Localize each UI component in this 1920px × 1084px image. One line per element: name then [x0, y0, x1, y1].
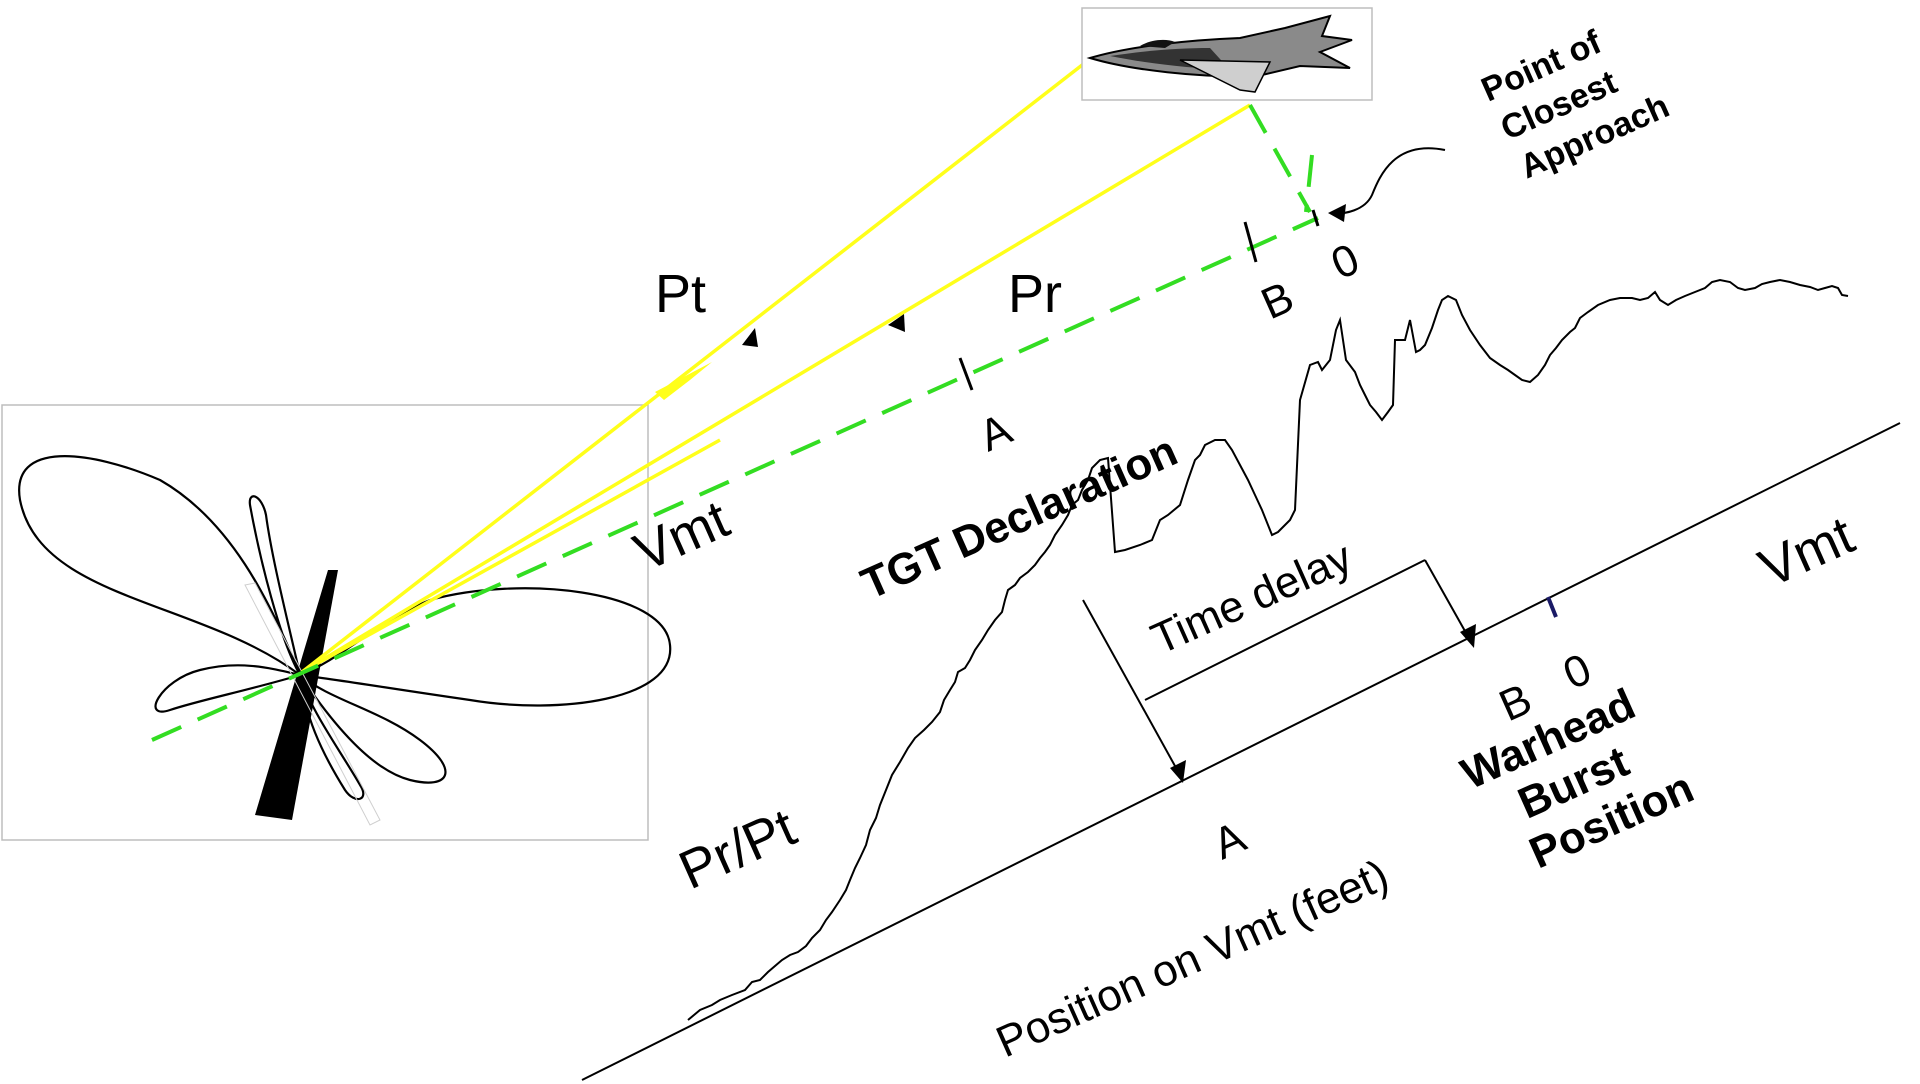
- b-upper-label: B: [1254, 272, 1301, 329]
- beam-flare: [655, 362, 712, 400]
- tick-b-upper: [1243, 221, 1258, 263]
- closest-approach-arrowhead: [1328, 204, 1346, 222]
- tick-closest-approach: [1311, 209, 1320, 227]
- time-delay-arrowhead-b: [1460, 624, 1476, 648]
- time-delay-bracket: [1082, 559, 1471, 776]
- zero-upper-label: 0: [1324, 234, 1366, 289]
- warhead-burst-position-label: Warhead Burst Position: [1454, 679, 1701, 878]
- pr-receive-line: [301, 103, 1251, 674]
- pt-label: Pt: [655, 264, 706, 324]
- time-delay-arrowhead-a: [1170, 760, 1186, 783]
- pt-arrowhead: [742, 328, 758, 347]
- radiation-pattern-icon: [18, 455, 672, 801]
- pr-arrowhead: [888, 314, 905, 332]
- fighter-jet-icon: [1086, 14, 1353, 93]
- antenna-pattern-panel: [1, 404, 672, 841]
- beam-lines: [300, 60, 1251, 674]
- point-of-closest-approach-label: Point of Closest Approach: [1476, 23, 1675, 186]
- tick-a-upper: [958, 357, 974, 391]
- pr-pt-label: Pr/Pt: [670, 797, 804, 901]
- a-lower-label: A: [1206, 812, 1253, 869]
- vmt-lower-label: Vmt: [1750, 505, 1862, 599]
- a-upper-label: A: [972, 404, 1019, 461]
- pr-label: Pr: [1008, 264, 1062, 324]
- warhead-burst-tick: [1546, 596, 1558, 618]
- position-on-vmt-label: Position on Vmt (feet): [989, 850, 1395, 1067]
- closest-approach-arrow: [1329, 147, 1446, 215]
- time-delay-label: Time delay: [1144, 533, 1359, 665]
- tgt-declaration-label: TGT Declaration: [854, 426, 1184, 609]
- pt-transmit-line: [300, 60, 1088, 674]
- vmt-axis-line: [581, 422, 1901, 1081]
- zero-lower-label: 0: [1556, 644, 1598, 699]
- vmt-green-line: [151, 104, 1319, 742]
- pr-pt-signal-trace: [687, 278, 1849, 1021]
- missile-shadow: [244, 582, 381, 826]
- aircraft-panel: [1081, 7, 1373, 101]
- missile-body: [255, 570, 338, 820]
- beam-edge-line: [301, 438, 721, 674]
